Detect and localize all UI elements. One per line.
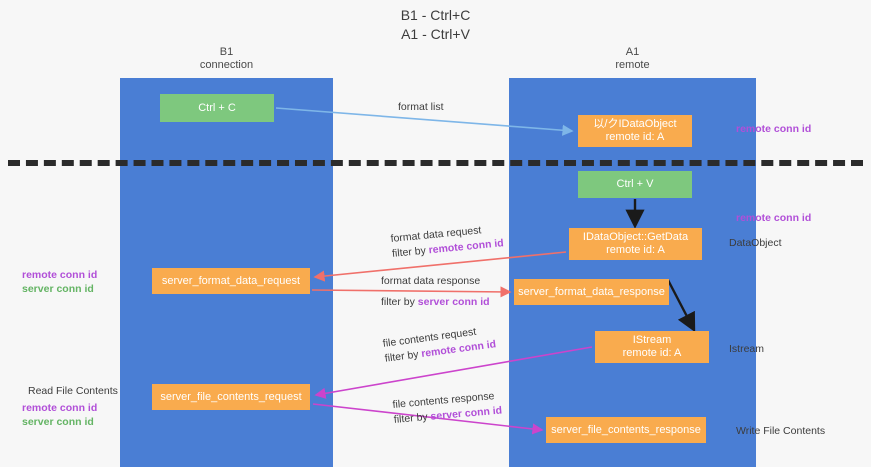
swimlane-header-a1: A1 remote [615,46,650,71]
annotation-dataobject: DataObject [729,237,782,249]
annotation-read-file-contents: Read File Contents [28,385,118,397]
arrow-format-list [275,107,574,136]
node-server-file-contents-response[interactable]: server_file_contents_response [546,417,706,443]
node-ctrl-c[interactable]: Ctrl + C [160,94,274,122]
annotation-left-remote-conn-id-1: remote conn id [22,269,98,281]
arrow-format-data-request [313,251,567,282]
diagram-title: B1 - Ctrl+C A1 - Ctrl+V [400,7,471,42]
edge-label-format-data-response-line1: format data response [381,275,481,287]
node-server-format-data-response[interactable]: server_format_data_response [514,279,669,305]
node-server-file-contents-request[interactable]: server_file_contents_request [152,384,310,410]
phase-divider [8,160,863,166]
arrow-file-contents-request [314,346,593,399]
filter-value-server-conn-id: server conn id [417,296,490,308]
node-idataobject-getdata[interactable]: IDataObject::GetData remote id: A [569,228,702,260]
annotation-left-conn-ids-bottom: remote conn id server conn id [22,401,97,429]
annotation-istream: Istream [729,343,765,355]
annotation-left-conn-ids-top: remote conn id server conn id [22,268,97,296]
node-istream[interactable]: IStream remote id: A [595,331,709,363]
annotation-remote-conn-id-mid: remote conn id [736,212,812,224]
annotation-left-server-conn-id-2: server conn id [22,416,94,428]
annotation-remote-conn-id-top: remote conn id [736,123,812,135]
annotation-left-remote-conn-id-2: remote conn id [22,402,98,414]
annotation-write-file-contents: Write File Contents [736,425,826,437]
swimlane-header-b1: B1 connection [199,46,254,71]
node-server-format-data-request[interactable]: server_format_data_request [152,268,310,294]
node-idataobject[interactable]: 以/クIDataObject remote id: A [578,115,692,147]
arrow-format-data-response [311,286,512,298]
arrow-file-contents-response [312,403,544,435]
edge-label-format-data-response-line2: filter by server conn id [381,296,490,308]
node-ctrl-v[interactable]: Ctrl + V [578,171,692,198]
annotation-left-server-conn-id-1: server conn id [22,283,94,295]
edge-label-format-list: format list [398,101,444,113]
arrow-response-to-istream [666,279,696,333]
edge-label-format-data-response: format data response filter by server co… [381,274,490,310]
